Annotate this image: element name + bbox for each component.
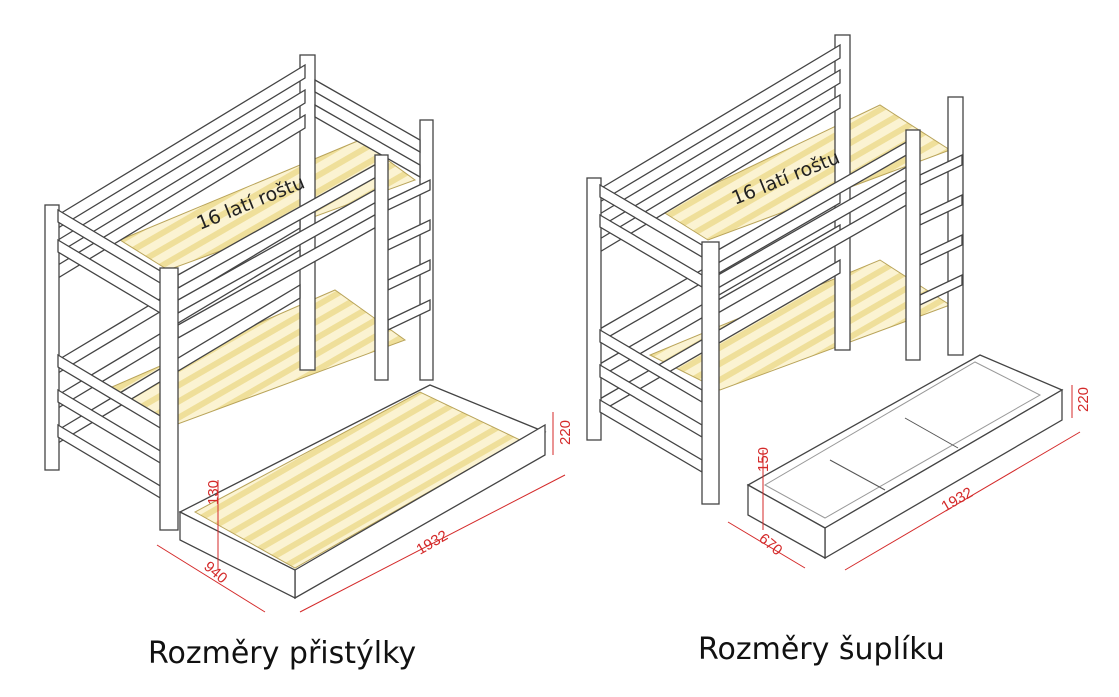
front-rails (599, 138, 911, 474)
drawer (746, 354, 1064, 560)
front-right-post (905, 129, 921, 361)
dim-inner-height: 150 (755, 447, 772, 472)
back-right-post (947, 96, 964, 356)
front-right-post (374, 154, 389, 381)
front-middle-post (159, 267, 179, 531)
right-caption: Rozměry šuplíku (698, 632, 945, 667)
dim-width: 670 (755, 530, 785, 559)
upper-slat-frame (118, 139, 417, 271)
front-middle-post (701, 241, 720, 505)
left-caption: Rozměry přistýlky (148, 636, 417, 671)
drawer-dimensions: 220 1932 670 150 (727, 385, 1092, 571)
trundle-bed (178, 384, 547, 600)
bunk-bed-with-drawer-drawing: 16 latí roštu 220 1932 670 150 (586, 34, 1092, 571)
ladder (387, 178, 431, 332)
dim-mattress-height: 130 (205, 480, 222, 505)
dim-length: 1932 (414, 527, 451, 558)
back-right-post (419, 119, 434, 381)
front-left-post (44, 204, 60, 471)
bunk-bed-with-trundle-drawing: 16 latí roštu 220 1932 940 130 (44, 54, 574, 613)
front-left-post (586, 177, 602, 441)
dim-height: 220 (557, 420, 574, 445)
dim-height: 220 (1075, 387, 1092, 412)
back-rails (314, 78, 421, 179)
